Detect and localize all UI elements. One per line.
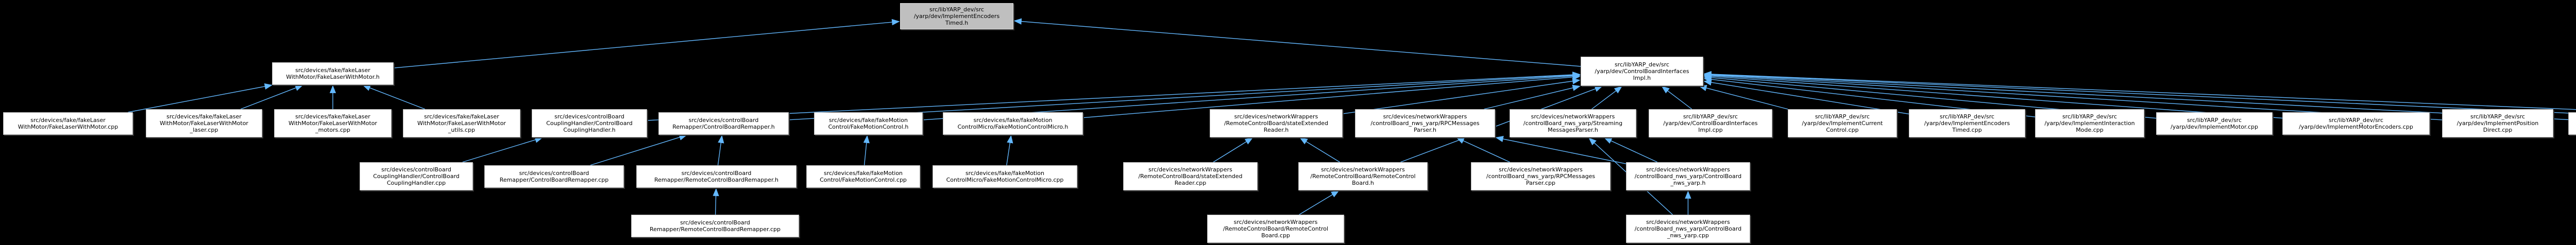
include-edge-fakeMotionControlMicro_h-to-controlBoardInterfacesImpl_h	[1082, 74, 1581, 118]
include-edge-fakeLaserWithMotor_utils_cpp-to-fakeLaserWithMotor_h	[362, 84, 426, 110]
graph-node-streamingMessagesParser_h[interactable]: src/devices/networkWrappers /controlBoar…	[1510, 109, 1636, 137]
graph-node-implementInteractionMode_cpp[interactable]: src/libYARP_dev/src /yarp/dev/ImplementI…	[2035, 109, 2144, 137]
graph-node-implementCurrentControl_cpp[interactable]: src/libYARP_dev/src /yarp/dev/ImplementC…	[1788, 109, 1897, 137]
graph-node-rpcMessagesParser_h[interactable]: src/devices/networkWrappers /controlBoar…	[1355, 109, 1495, 137]
include-edge-implementRemoteVariables_cpp-to-controlBoardInterfacesImpl_h	[1703, 72, 2569, 120]
graph-node-implementEncodersTimed_h[interactable]: src/libYARP_dev/src /yarp/dev/ImplementE…	[900, 3, 1013, 29]
include-edge-implementCurrentControl_cpp-to-controlBoardInterfacesImpl_h	[1699, 85, 1788, 110]
include-edge-controlBoard_nws_yarp_h-to-streamingMessagesParser_h	[1604, 137, 1658, 163]
graph-node-fakeMotionControlMicro_h[interactable]: src/devices/fake/fakeMotion ControlMicro…	[943, 112, 1083, 135]
include-edge-controlBoardCouplingHandler_h-to-controlBoardInterfacesImpl_h	[647, 72, 1581, 121]
include-edge-fakeMotionControl_cpp-to-fakeMotionControl_h	[863, 135, 870, 166]
include-edge-remoteControlBoard_h-to-controlBoardInterfacesImpl_h	[1400, 85, 1603, 163]
include-edge-fakeLaserWithMotor_cpp-to-fakeLaserWithMotor_h	[128, 83, 273, 113]
include-edge-controlBoardInterfacesImpl_cpp-to-controlBoardInterfacesImpl_h	[1661, 86, 1692, 110]
include-edge-all_h-to-controlBoardInterfacesImpl_h	[1703, 71, 2576, 110]
graph-node-implementEncodersTimed_cpp[interactable]: src/libYARP_dev/src /yarp/dev/ImplementE…	[1909, 109, 2025, 137]
include-edge-fakeMotionControlMicro_cpp-to-fakeMotionControlMicro_h	[1006, 135, 1013, 166]
graph-node-fakeLaserWithMotor_utils_cpp[interactable]: src/devices/fake/fakeLaser WithMotor/Fak…	[403, 109, 520, 137]
include-edge-controlBoardInterfacesImpl_h-to-implementEncodersTimed_h	[1013, 18, 1581, 67]
include-edge-streamingMessagesParser_h-to-controlBoardInterfacesImpl_h	[1591, 86, 1622, 110]
include-edge-implementTorqueControl_cpp-to-controlBoardInterfacesImpl_h	[1703, 71, 2576, 114]
include-edge-rpcMessagesParser_h-to-controlBoardInterfacesImpl_h	[1484, 84, 1581, 110]
graph-node-remoteControlBoard_h[interactable]: src/devices/networkWrappers /RemoteContr…	[1298, 162, 1428, 190]
include-edge-fakeLaserWithMotor_h-to-implementEncodersTimed_h	[393, 19, 900, 68]
graph-node-controlBoardRemapper_cpp[interactable]: src/devices/controlBoard Remapper/Contro…	[484, 165, 624, 188]
graph-node-controlBoard_nws_yarp_cpp[interactable]: src/devices/networkWrappers /controlBoar…	[1626, 215, 1750, 243]
graph-node-fakeLaserWithMotor_h[interactable]: src/devices/fake/fakeLaser WithMotor/Fak…	[272, 62, 394, 85]
include-edge-implementMotorEncoders_cpp-to-controlBoardInterfacesImpl_h	[1703, 73, 2283, 119]
include-edge-remoteControlBoard_cpp-to-remoteControlBoard_h	[1299, 190, 1340, 215]
graph-node-controlBoardInterfacesImpl_h[interactable]: src/libYARP_dev/src /yarp/dev/ControlBoa…	[1581, 57, 1703, 86]
include-edge-controlBoard_nws_yarp_h-to-rpcMessagesParser_h	[1495, 136, 1626, 164]
include-edge-stateExtendedReader_h-to-controlBoardInterfacesImpl_h	[1342, 78, 1581, 114]
include-edge-rpcMessagesParser_cpp-to-rpcMessagesParser_h	[1456, 137, 1510, 163]
graph-node-implementMotorEncoders_cpp[interactable]: src/libYARP_dev/src /yarp/dev/ImplementM…	[2282, 112, 2430, 135]
graph-node-controlBoardRemapper_h[interactable]: src/devices/controlBoard Remapper/Contro…	[658, 112, 789, 135]
graph-node-fakeLaserWithMotor_motors_cpp[interactable]: src/devices/fake/fakeLaser WithMotor/Fak…	[274, 109, 392, 137]
include-edge-fakeLaserWithMotor_laser_cpp-to-fakeLaserWithMotor_h	[240, 84, 303, 110]
graph-node-remoteControlBoardRemapper_h[interactable]: src/devices/controlBoard Remapper/Remote…	[636, 165, 796, 188]
graph-node-implementPositionDirect_cpp[interactable]: src/libYARP_dev/src /yarp/dev/ImplementP…	[2442, 109, 2553, 137]
graph-node-remoteControlBoardRemapper_cpp[interactable]: src/devices/controlBoard Remapper/Remote…	[631, 215, 799, 237]
graph-node-controlBoardCouplingHandler_cpp[interactable]: src/devices/controlBoard CouplingHandler…	[360, 162, 473, 190]
include-edge-implementEncodersTimed_cpp-to-controlBoardInterfacesImpl_h	[1703, 79, 1909, 115]
graph-node-stateExtendedReader_h[interactable]: src/devices/networkWrappers /RemoteContr…	[1210, 109, 1343, 137]
graph-node-fakeMotionControl_h[interactable]: src/devices/fake/fakeMotion Control/Fake…	[814, 112, 923, 135]
graph-node-implementRemoteVariables_cpp[interactable]: src/libYARP_dev/src /yarp/dev/ImplementR…	[2568, 112, 2576, 135]
graph-node-fakeMotionControl_cpp[interactable]: src/devices/fake/fakeMotion Control/Fake…	[806, 165, 920, 188]
include-edge-controlBoardCouplingHandler_cpp-to-controlBoardCouplingHandler_h	[462, 136, 543, 163]
graph-node-controlBoardInterfacesImpl_cpp[interactable]: src/libYARP_dev/src /yarp/dev/ControlBoa…	[1649, 109, 1772, 137]
graph-node-remoteControlBoard_cpp[interactable]: src/devices/networkWrappers /RemoteContr…	[1207, 215, 1344, 243]
graph-node-fakeMotionControlMicro_cpp[interactable]: src/devices/fake/fakeMotion ControlMicro…	[933, 165, 1077, 188]
graph-node-fakeLaserWithMotor_laser_cpp[interactable]: src/devices/fake/fakeLaser WithMotor/Fak…	[146, 109, 262, 137]
graph-node-rpcMessagesParser_cpp[interactable]: src/devices/networkWrappers /controlBoar…	[1471, 162, 1611, 190]
graph-node-implementMotor_cpp[interactable]: src/libYARP_dev/src /yarp/dev/ImplementM…	[2156, 112, 2273, 135]
include-edge-remoteControlBoardRemapper_h-to-controlBoardRemapper_h	[717, 135, 724, 166]
include-edge-controlBoardRemapper_cpp-to-controlBoardRemapper_h	[590, 134, 687, 166]
include-edge-stateExtendedReader_cpp-to-stateExtendedReader_h	[1213, 137, 1253, 163]
graph-node-controlBoard_nws_yarp_h[interactable]: src/devices/networkWrappers /controlBoar…	[1626, 162, 1750, 190]
graph-node-controlBoardCouplingHandler_h[interactable]: src/devices/controlBoard CouplingHandler…	[532, 109, 647, 137]
graph-node-stateExtendedReader_cpp[interactable]: src/devices/networkWrappers /RemoteContr…	[1123, 162, 1258, 190]
include-edge-remoteControlBoard_h-to-stateExtendedReader_h	[1299, 137, 1340, 163]
graph-node-fakeLaserWithMotor_cpp[interactable]: src/devices/fake/fakeLaser WithMotor/Fak…	[3, 112, 133, 135]
